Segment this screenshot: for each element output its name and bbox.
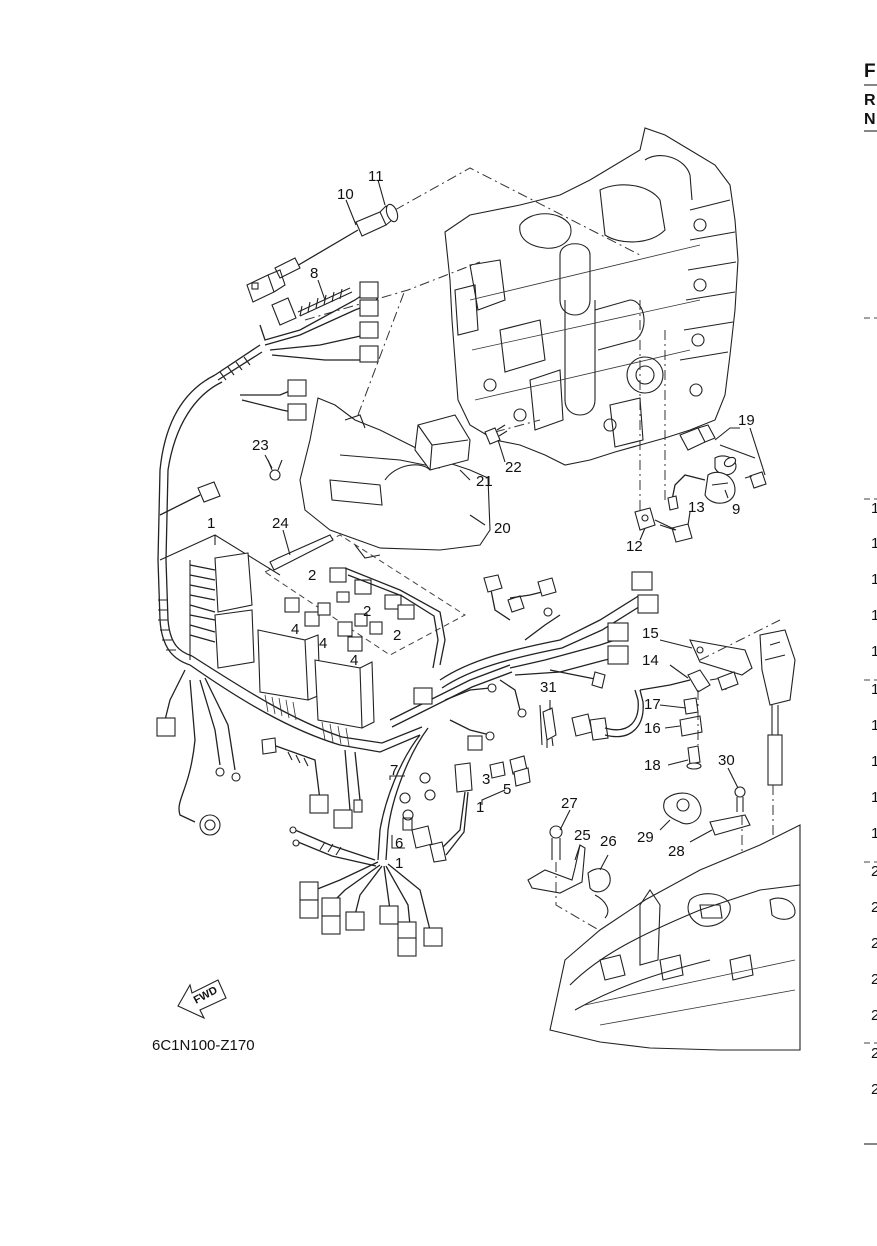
edge-row-number: 2 [871, 935, 877, 952]
callout-1: 1 [207, 515, 215, 532]
cdi-unit-assembly [159, 534, 513, 747]
callout-21: 21 [476, 473, 493, 490]
edge-row-number: 1 [871, 681, 877, 698]
callout-4: 4 [319, 635, 327, 652]
callout-1: 1 [395, 855, 403, 872]
callout-26: 26 [600, 833, 617, 850]
edge-row-number: 2 [871, 1081, 877, 1098]
callout-13: 13 [688, 499, 705, 516]
callout-20: 20 [494, 520, 511, 537]
edge-row-number: 1 [871, 607, 877, 624]
engine-block-illustration [444, 127, 739, 515]
callout-18: 18 [644, 757, 661, 774]
callout-30: 30 [718, 752, 735, 769]
edge-header-letter: N [864, 111, 876, 128]
right-edge-cutoff-column: F R N 1 1 1 1 1 1 1 1 1 1 2 2 2 2 2 2 2 [864, 61, 877, 1145]
callout-19: 19 [738, 412, 755, 429]
edge-row-number: 1 [871, 535, 877, 552]
relay-group [263, 534, 466, 669]
edge-row-number: 1 [871, 789, 877, 806]
edge-row-number: 1 [871, 500, 877, 517]
callout-22: 22 [505, 459, 522, 476]
callout-2: 2 [363, 603, 371, 620]
callout-2: 2 [308, 567, 316, 584]
edge-row-number: 2 [871, 1045, 877, 1062]
leader-dash [304, 261, 481, 321]
edge-row-number: 2 [871, 863, 877, 880]
callout-7: 7 [390, 762, 398, 779]
callout-leader-lines [214, 179, 766, 871]
edge-row-number: 1 [871, 717, 877, 734]
edge-row-number: 2 [871, 1007, 877, 1024]
leader-dash [494, 419, 541, 433]
edge-row-number: 1 [871, 571, 877, 588]
sensor-bracket-assembly [639, 619, 781, 770]
sensor-cable-part [246, 203, 399, 303]
right-harness [439, 571, 659, 741]
callout-4: 4 [291, 621, 299, 638]
callout-27: 27 [561, 795, 578, 812]
electrical-cover-part [267, 397, 508, 559]
part-31-connector [539, 689, 644, 748]
bottom-cowling-illustration [549, 824, 801, 1051]
forward-direction-arrow: FWD [177, 979, 227, 1020]
callout-5: 5 [503, 781, 511, 798]
callout-31: 31 [540, 679, 557, 696]
callout-23: 23 [252, 437, 269, 454]
callout-25: 25 [574, 827, 591, 844]
lower-bracket-parts [527, 786, 751, 1030]
edge-row-number: 1 [871, 643, 877, 660]
callout-15: 15 [642, 625, 659, 642]
leader-dash [357, 289, 406, 416]
callout-1: 1 [476, 799, 484, 816]
callout-9: 9 [732, 501, 740, 518]
callout-11: 11 [368, 168, 384, 185]
callout-3: 3 [482, 771, 490, 788]
callout-29: 29 [637, 829, 654, 846]
leader-dash [394, 167, 641, 256]
callout-16: 16 [644, 720, 661, 737]
edge-row-number: 1 [871, 825, 877, 842]
wire-harness-top [214, 281, 379, 421]
edge-row-number: 1 [871, 753, 877, 770]
callout-10: 10 [337, 186, 354, 203]
edge-header-letter: R [864, 92, 876, 109]
control-rod-part [759, 629, 796, 1050]
callout-2: 2 [393, 627, 401, 644]
callout-28: 28 [668, 843, 685, 860]
callout-17: 17 [644, 696, 661, 713]
callout-12: 12 [626, 538, 643, 555]
callout-24: 24 [272, 515, 289, 532]
callout-labels: 1 1 1 2 2 2 3 4 4 4 5 6 7 8 9 10 11 12 1… [207, 168, 755, 872]
diagram-reference-code: 6C1N100-Z170 [152, 1037, 255, 1054]
callout-4: 4 [350, 652, 358, 669]
callout-8: 8 [310, 265, 318, 282]
callout-14: 14 [642, 652, 659, 669]
small-connector-parts [389, 735, 531, 863]
main-wire-harness [156, 374, 423, 836]
engine-sensor-parts [634, 424, 767, 543]
edge-row-number: 2 [871, 971, 877, 988]
edge-row-number: 2 [871, 899, 877, 916]
callout-6: 6 [395, 835, 403, 852]
edge-header-letter: F [864, 61, 876, 82]
lower-harness-branch [289, 727, 443, 957]
